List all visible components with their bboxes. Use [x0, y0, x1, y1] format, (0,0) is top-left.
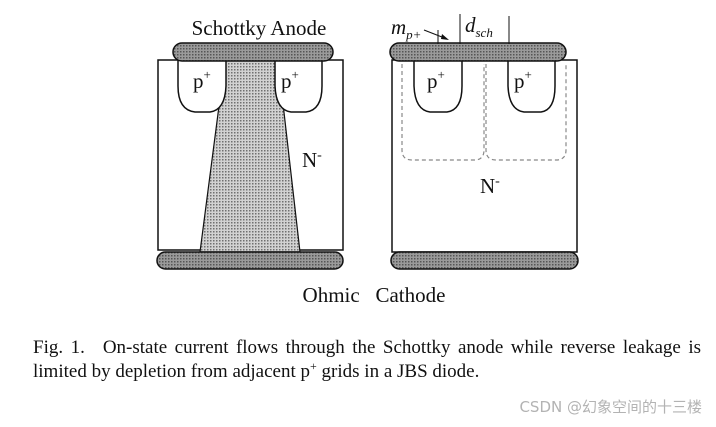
right-p-well-label-left: p+ [427, 67, 445, 93]
figure-caption: Fig. 1.On-state current flows through th… [33, 336, 701, 384]
right-p-plus-well-right [507, 59, 556, 113]
left-device: Schottky Anode p+ p+ N- [156, 16, 344, 270]
caption-superscript: + [310, 359, 317, 373]
right-anode-contact [389, 42, 567, 62]
m-p-arrowhead [441, 34, 449, 40]
d-sch-label: dsch [465, 13, 493, 40]
right-device: mp+ dsch p+ p+ N- [389, 13, 579, 270]
right-depletion-region-left [401, 64, 485, 161]
caption-text: On-state current flows through the Schot… [33, 337, 701, 382]
right-p-well-label-right: p+ [514, 67, 532, 93]
figure-number: Fig. 1. [33, 337, 85, 358]
right-n-label: N- [480, 174, 500, 198]
left-n-label: N- [302, 148, 322, 172]
m-p-label: mp+ [391, 15, 421, 42]
cathode-label: Ohmic Cathode [303, 283, 446, 307]
right-cathode-contact [390, 251, 579, 270]
anode-label: Schottky Anode [192, 16, 327, 40]
left-p-plus-well-right [274, 59, 323, 113]
caption-text-end: grids in a JBS diode. [316, 361, 480, 382]
left-p-well-label-left: p+ [193, 67, 211, 93]
watermark: CSDN @幻象空间的十三楼 [519, 398, 702, 416]
jbs-diagram: Schottky Anode p+ p+ N- mp+ [156, 13, 579, 307]
left-p-well-label-right: p+ [281, 67, 299, 93]
left-anode-contact [172, 42, 334, 62]
right-p-plus-well-left [413, 59, 463, 113]
left-p-plus-well-left [177, 59, 227, 113]
left-cathode-contact [156, 251, 344, 270]
